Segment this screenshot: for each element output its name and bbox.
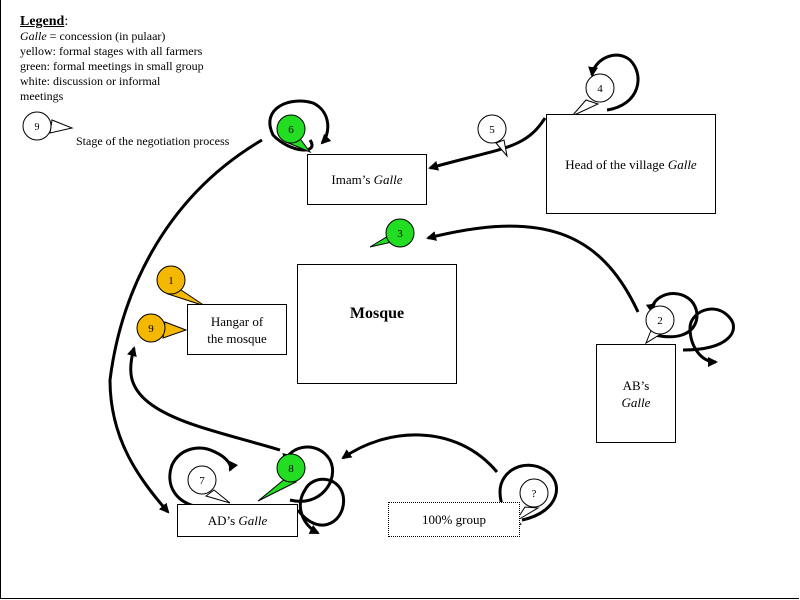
- tail-q: [515, 506, 540, 522]
- stage-number: 4: [597, 83, 603, 95]
- tail-4: [571, 99, 600, 117]
- legend-green: green: formal meetings in small group: [20, 59, 204, 73]
- arrow-ab-to-mosque-stage: [426, 224, 640, 313]
- loop-imam-stage: [268, 99, 332, 152]
- legend-yellow: yellow: formal stages with all farmers: [20, 44, 203, 58]
- legend-galle-definition: Galle = concession (in pulaar): [20, 29, 166, 43]
- stage-3-callout: 3: [385, 218, 415, 248]
- arrow-group-to-ad: [341, 433, 499, 473]
- stage-circle: [477, 114, 507, 144]
- stage-circle: [156, 265, 186, 295]
- stage-number: 9: [148, 323, 154, 335]
- legend-white-2: meetings: [20, 89, 64, 103]
- stage-2-callout: 2: [645, 305, 675, 335]
- head-village-galle-box: Head of the village Galle: [546, 114, 716, 214]
- stage-5-callout: 5: [477, 114, 507, 144]
- stage-number: 1: [168, 275, 174, 287]
- stage-6-callout: 6: [276, 114, 306, 144]
- stage-number: ?: [532, 488, 537, 500]
- stage-7-callout: 7: [187, 465, 217, 495]
- stage-circle: [385, 218, 415, 248]
- stage-circle: [519, 478, 549, 508]
- stage-number: 2: [657, 315, 663, 327]
- stage-8-callout: 8: [276, 453, 306, 483]
- tail-7: [204, 489, 231, 504]
- legend-sample-number: 9: [35, 122, 40, 133]
- loop-ad-7: [168, 446, 239, 510]
- stage-circle: [136, 313, 166, 343]
- ad-galle-box: AD’s Galle: [177, 504, 298, 537]
- loop-ad-8b: [296, 477, 346, 535]
- arrow-ad-to-hangar: [127, 346, 281, 452]
- legend-title: Legend: [20, 14, 65, 29]
- legend-stage-callout: 9: [22, 111, 74, 141]
- stage-4-callout: 4: [585, 73, 615, 103]
- imam-galle-box: Imam’s Galle: [307, 154, 427, 205]
- stage-number: 8: [288, 463, 294, 475]
- tail-5: [495, 139, 508, 158]
- stage-number: 5: [489, 124, 495, 136]
- stage-1-callout: 1: [156, 265, 186, 295]
- tail-9: [162, 321, 188, 339]
- stage-circle: [645, 305, 675, 335]
- legend-stage-text: Stage of the negotiation process: [76, 134, 230, 148]
- legend-white-1: white: discussion or informal: [20, 74, 161, 88]
- loop-ab-2: [682, 307, 735, 367]
- stage-number: 3: [397, 228, 403, 240]
- stage-circle: [276, 114, 306, 144]
- loop-ad-8a: [282, 445, 335, 503]
- stage-number: 6: [288, 124, 294, 136]
- stage-9-callout: 9: [136, 313, 166, 343]
- legend: Legend: Galle = concession (in pulaar) y…: [20, 14, 230, 148]
- arrow-imam-to-ad: [108, 138, 263, 514]
- stage-circle: [187, 465, 217, 495]
- loop-ab-1: [645, 292, 699, 339]
- stage-circle: [276, 453, 306, 483]
- stage-number: 7: [199, 475, 205, 487]
- arrow-head-to-imam: [428, 117, 547, 171]
- stage-circle: [585, 73, 615, 103]
- loop-head-stage: [588, 53, 640, 112]
- stage-unknown-callout: ?: [519, 478, 549, 508]
- mosque-box: Mosque: [297, 264, 457, 384]
- hundred-percent-group-box: 100% group: [388, 502, 520, 537]
